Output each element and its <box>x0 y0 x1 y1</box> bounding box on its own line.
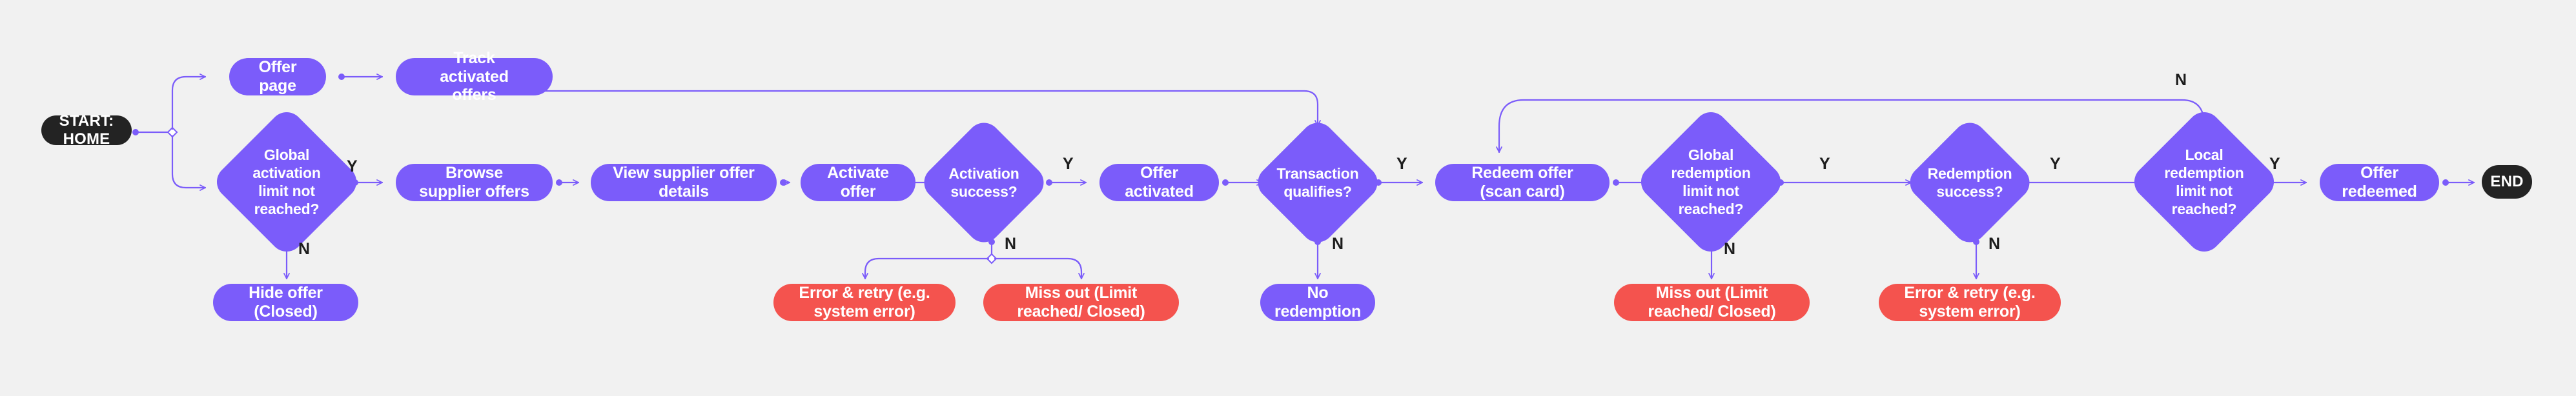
edge-redemptionok-localredemption <box>2023 179 2143 186</box>
edge-offeractivated-transaction <box>1222 179 1263 186</box>
edge-label-n-global-activation: N <box>298 240 311 258</box>
edge-redemptionok-errretry <box>1973 239 1979 280</box>
node-global-redemption-limit-label: Global redemption limit not reached? <box>1671 146 1751 218</box>
node-global-activation-limit[interactable]: Global activation limit not reached? <box>210 105 363 259</box>
node-offer-page[interactable]: Offer page <box>229 58 326 95</box>
node-activation-success[interactable]: Activation success? <box>917 115 1051 250</box>
node-redeem-offer[interactable]: Redeem offer (scan card) <box>1435 164 1610 201</box>
node-end-label: END <box>2490 173 2524 190</box>
edge-label-n-redemption-success: N <box>1988 235 2001 253</box>
node-local-redemption-limit-label: Local redemption limit not reached? <box>2164 146 2244 218</box>
node-global-activation-limit-label: Global activation limit not reached? <box>252 146 321 218</box>
node-end[interactable]: END <box>2482 165 2532 199</box>
node-global-redemption-limit[interactable]: Global redemption limit not reached? <box>1634 105 1788 259</box>
edge-label-y-transaction: Y <box>1396 155 1407 173</box>
node-browse-supplier-offers[interactable]: Browse supplier offers <box>396 164 553 201</box>
node-browse-supplier-offers-label: Browse supplier offers <box>419 164 529 201</box>
edge-transaction-redeem <box>1375 179 1424 186</box>
node-miss-out-activation[interactable]: Miss out (Limit reached/ Closed) <box>983 284 1179 321</box>
edge-offerpage-track <box>338 74 383 80</box>
node-miss-out-activation-label: Miss out (Limit reached/ Closed) <box>1017 284 1145 321</box>
edge-label-y-global-redemption: Y <box>1819 155 1830 173</box>
node-start[interactable]: START: HOME <box>41 112 132 148</box>
edge-label-n-global-redemption: N <box>1724 240 1736 258</box>
node-local-redemption-limit[interactable]: Local redemption limit not reached? <box>2127 105 2281 259</box>
edge-globalredemption-redemptionok <box>1777 179 1912 186</box>
node-transaction-qualifies-label: Transaction qualifies? <box>1276 164 1359 200</box>
node-redemption-success-label: Redemption success? <box>1927 164 2012 200</box>
node-activation-success-label: Activation success? <box>948 164 1019 200</box>
edge-track-transaction <box>502 88 1321 127</box>
edge-label-y-global-activation: Y <box>347 157 358 175</box>
edge-localredemption-loopback <box>1496 99 2207 153</box>
edge-label-n-transaction: N <box>1332 235 1344 253</box>
node-view-supplier-offer-details[interactable]: View supplier offer details <box>591 164 777 201</box>
edge-transaction-noredemption <box>1314 239 1321 280</box>
node-hide-offer-label: Hide offer (Closed) <box>249 284 323 321</box>
node-error-retry-activation[interactable]: Error & retry (e.g. system error) <box>773 284 956 321</box>
node-offer-redeemed[interactable]: Offer redeemed <box>2320 164 2439 201</box>
node-offer-redeemed-label: Offer redeemed <box>2342 164 2417 201</box>
node-hide-offer[interactable]: Hide offer (Closed) <box>213 284 358 321</box>
node-start-label: START: HOME <box>59 112 114 148</box>
node-transaction-qualifies[interactable]: Transaction qualifies? <box>1251 115 1385 250</box>
node-view-supplier-offer-details-label: View supplier offer details <box>613 164 755 201</box>
edge-label-n-activation-success: N <box>1005 235 1017 253</box>
edge-view-activate <box>780 179 791 186</box>
edge-activationok-offeractivated <box>1046 179 1087 186</box>
node-miss-out-redemption-label: Miss out (Limit reached/ Closed) <box>1648 284 1776 321</box>
node-no-redemption-label: No redemption <box>1274 284 1362 321</box>
edge-label-y-activation-success: Y <box>1063 155 1074 173</box>
node-error-retry-activation-label: Error & retry (e.g. system error) <box>799 284 930 321</box>
node-redeem-offer-label: Redeem offer (scan card) <box>1471 164 1573 201</box>
node-error-retry-redemption-label: Error & retry (e.g. system error) <box>1904 284 2036 321</box>
edge-activationok-errors <box>862 239 1085 280</box>
edge-browse-view <box>556 179 580 186</box>
edge-label-n-local-redemption: N <box>2175 71 2187 89</box>
node-miss-out-redemption[interactable]: Miss out (Limit reached/ Closed) <box>1614 284 1810 321</box>
node-no-redemption[interactable]: No redemption <box>1260 284 1375 321</box>
node-offer-page-label: Offer page <box>258 58 297 95</box>
node-redemption-success[interactable]: Redemption success? <box>1903 115 2037 250</box>
node-activate-offer[interactable]: Activate offer <box>801 164 915 201</box>
node-offer-activated[interactable]: Offer activated <box>1099 164 1219 201</box>
edge-label-y-local-redemption: Y <box>2269 155 2280 173</box>
node-track-activated-offers-label: Track activated offers <box>440 48 509 104</box>
node-track-activated-offers[interactable]: Track activated offers <box>396 49 553 104</box>
node-activate-offer-label: Activate offer <box>827 164 889 201</box>
edge-start-split <box>132 74 207 191</box>
edge-offerredeemed-end <box>2442 179 2475 186</box>
node-error-retry-redemption[interactable]: Error & retry (e.g. system error) <box>1879 284 2061 321</box>
node-offer-activated-label: Offer activated <box>1125 164 1194 201</box>
edge-label-y-redemption-success: Y <box>2050 155 2061 173</box>
